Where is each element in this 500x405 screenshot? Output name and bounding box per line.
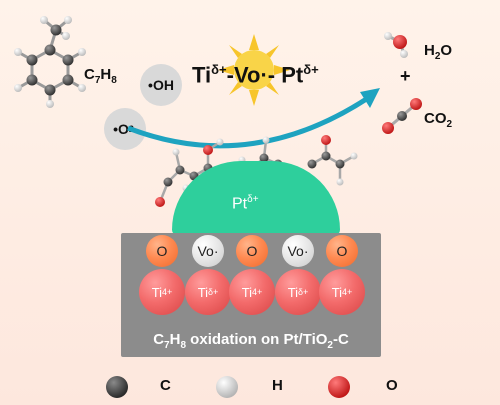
sun-icon bbox=[218, 34, 290, 106]
oxygen-site-1: O bbox=[146, 235, 178, 267]
pt-label: Ptδ+ bbox=[232, 194, 259, 213]
oxygen-site-3: O bbox=[326, 235, 358, 267]
water-molecule bbox=[384, 32, 408, 58]
legend-carbon-atom bbox=[106, 376, 128, 398]
toluene-molecule bbox=[14, 16, 86, 108]
panel-caption: C7H8 oxidation on Pt/TiO2-C bbox=[153, 331, 349, 351]
legend-oxygen-label: O bbox=[386, 377, 398, 394]
plus-sign: + bbox=[400, 66, 411, 86]
water-label: H2O bbox=[424, 42, 453, 62]
vacancy-site-2: Vo· bbox=[282, 235, 314, 267]
oxygen-site-2: O bbox=[236, 235, 268, 267]
legend-hydrogen-label: H bbox=[272, 377, 283, 394]
mechanism-label: Tiδ+-Vo·- Ptδ+ bbox=[192, 62, 319, 88]
carbon-dioxide-molecule bbox=[382, 98, 422, 134]
legend-carbon-label: C bbox=[160, 377, 171, 394]
legend-hydrogen-atom bbox=[216, 376, 238, 398]
vacancy-site-1: Vo· bbox=[192, 235, 224, 267]
toluene-label: C7H8 bbox=[84, 66, 117, 86]
carbon-dioxide-label: CO2 bbox=[424, 110, 453, 130]
hydroxyl-radical-badge: •OH bbox=[140, 64, 182, 106]
legend-oxygen-atom bbox=[328, 376, 350, 398]
